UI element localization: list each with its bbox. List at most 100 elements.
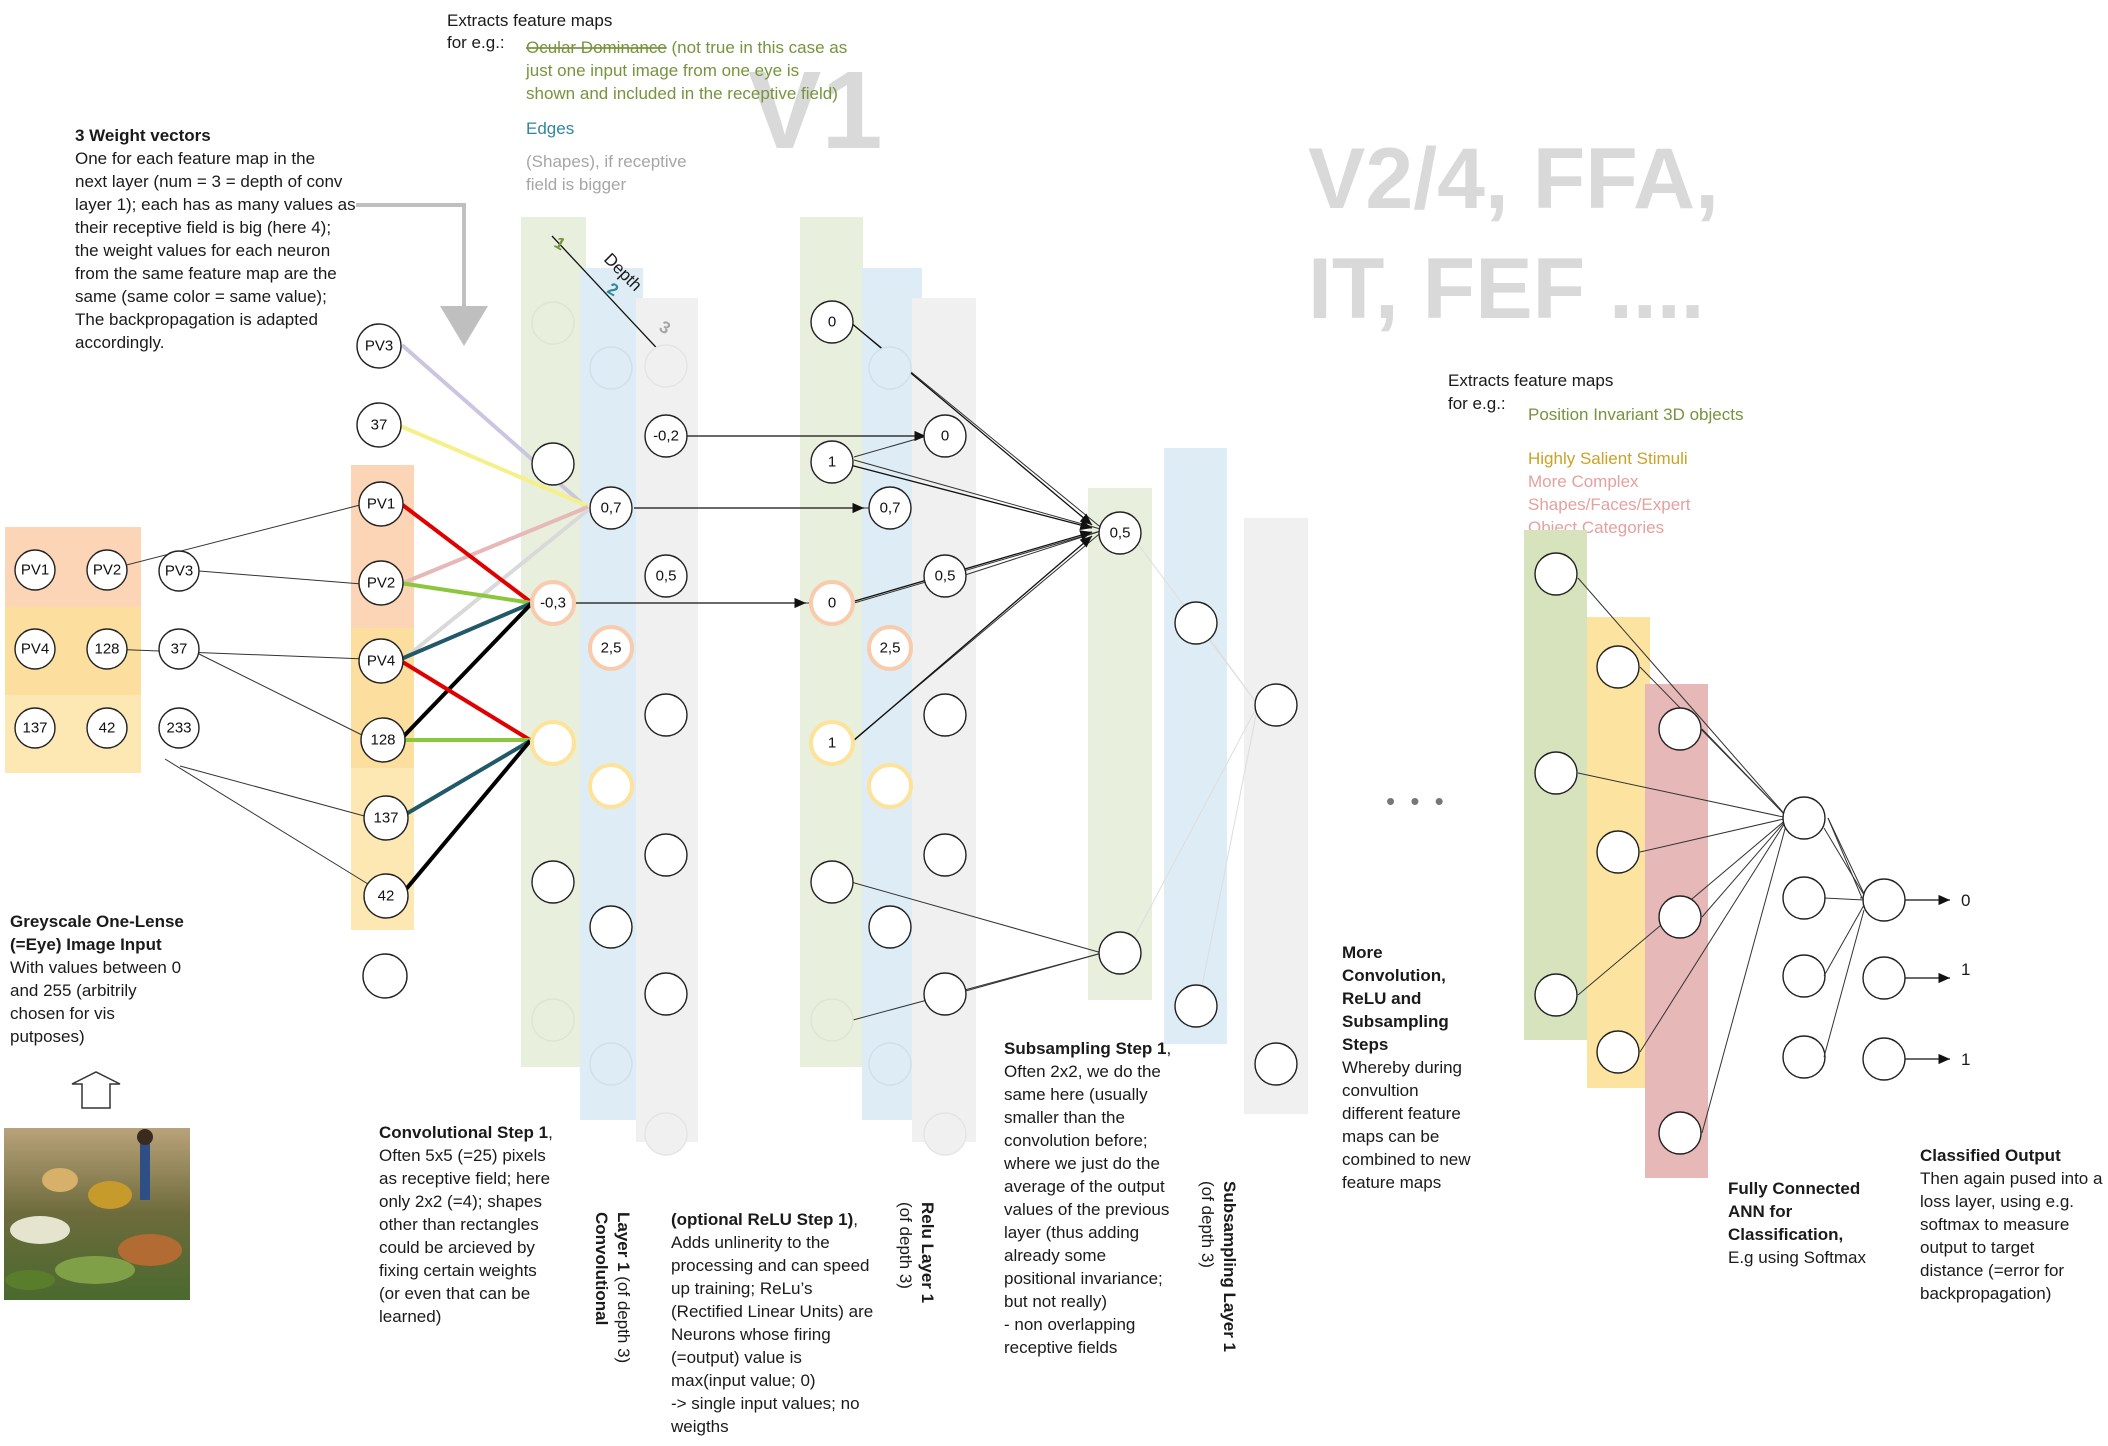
conv-node-faded	[532, 999, 574, 1041]
caption-line: average of the output	[1004, 1177, 1165, 1196]
caption-line: weigths	[670, 1417, 729, 1436]
conv-node	[590, 906, 632, 948]
fc-node	[1535, 553, 1577, 595]
relu-node-highlight	[869, 765, 911, 807]
caption-line: layer (thus adding	[1004, 1223, 1139, 1242]
conv-node-faded	[532, 302, 574, 344]
caption-comma: ,	[548, 1123, 553, 1142]
caption-title: Subsampling Step 1,	[1004, 1039, 1171, 1058]
sub-node	[1099, 932, 1141, 974]
relu-value: 2,5	[880, 640, 901, 657]
caption-title: Subsampling	[1342, 1012, 1449, 1031]
up-arrow-icon	[72, 1072, 120, 1108]
fc-node	[1659, 708, 1701, 750]
higher-features-intro: Extracts feature maps	[1448, 371, 1613, 390]
conv-value: -0,2	[653, 428, 679, 445]
input-pixel-value: 128	[94, 641, 119, 658]
conv-node	[645, 834, 687, 876]
caption-line: receptive fields	[1004, 1338, 1117, 1357]
output-class-1: 1	[1961, 960, 1970, 979]
fc-hidden-links	[1824, 828, 1864, 1057]
caption-title: ANN for	[1728, 1202, 1793, 1221]
caption-line: Adds unlinerity to the	[671, 1233, 830, 1252]
caption-line: combined to new	[1342, 1150, 1471, 1169]
fc-caption: Fully Connected ANN for Classification, …	[1728, 1179, 1866, 1267]
sub-map-2-band	[1164, 448, 1227, 1044]
v1-features-intro: Extracts feature maps	[447, 11, 612, 30]
conv-layer-label-2: Layer 1 (of depth 3)	[614, 1212, 633, 1363]
sub-node	[1255, 1043, 1297, 1085]
relu-node	[924, 694, 966, 736]
relu-node	[869, 906, 911, 948]
caption-line: max(input value; 0)	[671, 1371, 816, 1390]
caption-line: already some	[1004, 1246, 1106, 1265]
fc-output-node	[1863, 957, 1905, 999]
relu-node-faded	[869, 347, 911, 389]
weight-note-line: next layer (num = 3 = depth of conv	[75, 172, 343, 191]
caption-line: convolution before;	[1004, 1131, 1148, 1150]
relu-layer-depth: (of depth 3)	[896, 1202, 915, 1289]
subsampling-layer-label: Subsampling Layer 1	[1220, 1181, 1239, 1352]
input-pixel-value: 233	[166, 720, 191, 737]
relu-value: 1	[828, 454, 836, 471]
conv-value: 0,7	[601, 500, 622, 517]
conv-layer-depth: (of depth 3)	[614, 1272, 633, 1364]
more-steps-caption: More Convolution, ReLU and Subsampling S…	[1342, 943, 1471, 1192]
fc-node	[1597, 1031, 1639, 1073]
conv-layer-label: Convolutional	[592, 1212, 611, 1325]
fc-hidden-node	[1783, 955, 1825, 997]
input-pixel-value: PV3	[165, 563, 193, 580]
caption-line: Whereby during	[1342, 1058, 1462, 1077]
v1-features-intro-eg: for e.g.:	[447, 33, 505, 52]
input-pixel-value: PV4	[21, 641, 49, 658]
column-value: 137	[373, 810, 398, 827]
caption-line: same here (usually	[1004, 1085, 1148, 1104]
ocular-dominance-struck: Ocular Dominance	[526, 38, 667, 57]
conv-node	[532, 861, 574, 903]
sub-value: 0,5	[1110, 525, 1131, 542]
ocular-dominance-note-3: shown and included in the receptive fiel…	[526, 84, 838, 103]
input-grid: PV1 PV2 PV3 PV4 128 37 137 42 233	[15, 550, 199, 748]
relu-node-faded	[924, 1113, 966, 1155]
caption-title: Fully Connected	[1728, 1179, 1860, 1198]
column-value: PV3	[365, 338, 393, 355]
relu-layer-label: Relu Layer 1	[918, 1202, 937, 1303]
relu-value: 0,7	[880, 500, 901, 517]
column-value: PV4	[367, 653, 395, 670]
column-value: PV2	[367, 575, 395, 592]
input-pixel-value: 37	[171, 641, 188, 658]
weight-note-arrow	[356, 205, 464, 338]
input-pixel-value: PV1	[21, 562, 49, 579]
column-value: PV1	[367, 496, 395, 513]
conv-value: -0,3	[540, 595, 566, 612]
caption-line: convultion	[1342, 1081, 1419, 1100]
relu-node	[924, 834, 966, 876]
higher-areas-heading-2: IT, FEF ....	[1308, 241, 1705, 337]
caption-title: Classified Output	[1920, 1146, 2061, 1165]
position-invariant-label: Position Invariant 3D objects	[1528, 405, 1743, 424]
shapes-label-1: (Shapes), if receptive	[526, 152, 687, 171]
sub-node	[1175, 985, 1217, 1027]
weight-note-line: the weight values for each neuron	[75, 241, 330, 260]
relu-value: 1	[828, 735, 836, 752]
caption-title: ReLU and	[1342, 989, 1421, 1008]
weight-note-line: accordingly.	[75, 333, 164, 352]
weight-note-line: layer 1); each has as many values as	[75, 195, 356, 214]
caption-line: could be arcieved by	[379, 1238, 535, 1257]
caption-line: output to target	[1920, 1238, 2035, 1257]
caption-line: values of the previous	[1004, 1200, 1169, 1219]
column-value: 37	[371, 417, 388, 434]
conv-node-faded	[590, 1043, 632, 1085]
fc-hub-node	[1783, 797, 1825, 839]
classified-caption: Classified Output Then again pused into …	[1920, 1146, 2103, 1303]
conv-node	[645, 694, 687, 736]
sub-node	[1175, 602, 1217, 644]
shapes-label-2: field is bigger	[526, 175, 627, 194]
caption-line: (=output) value is	[671, 1348, 802, 1367]
ocular-dominance-note-2: just one input image from one eye is	[525, 61, 799, 80]
conv-node-faded	[645, 1113, 687, 1155]
weight-note-line: from the same feature map are the	[75, 264, 337, 283]
relu-value: 0	[828, 314, 836, 331]
conv-node-faded	[645, 345, 687, 387]
caption-line: Often 5x5 (=25) pixels	[379, 1146, 546, 1165]
